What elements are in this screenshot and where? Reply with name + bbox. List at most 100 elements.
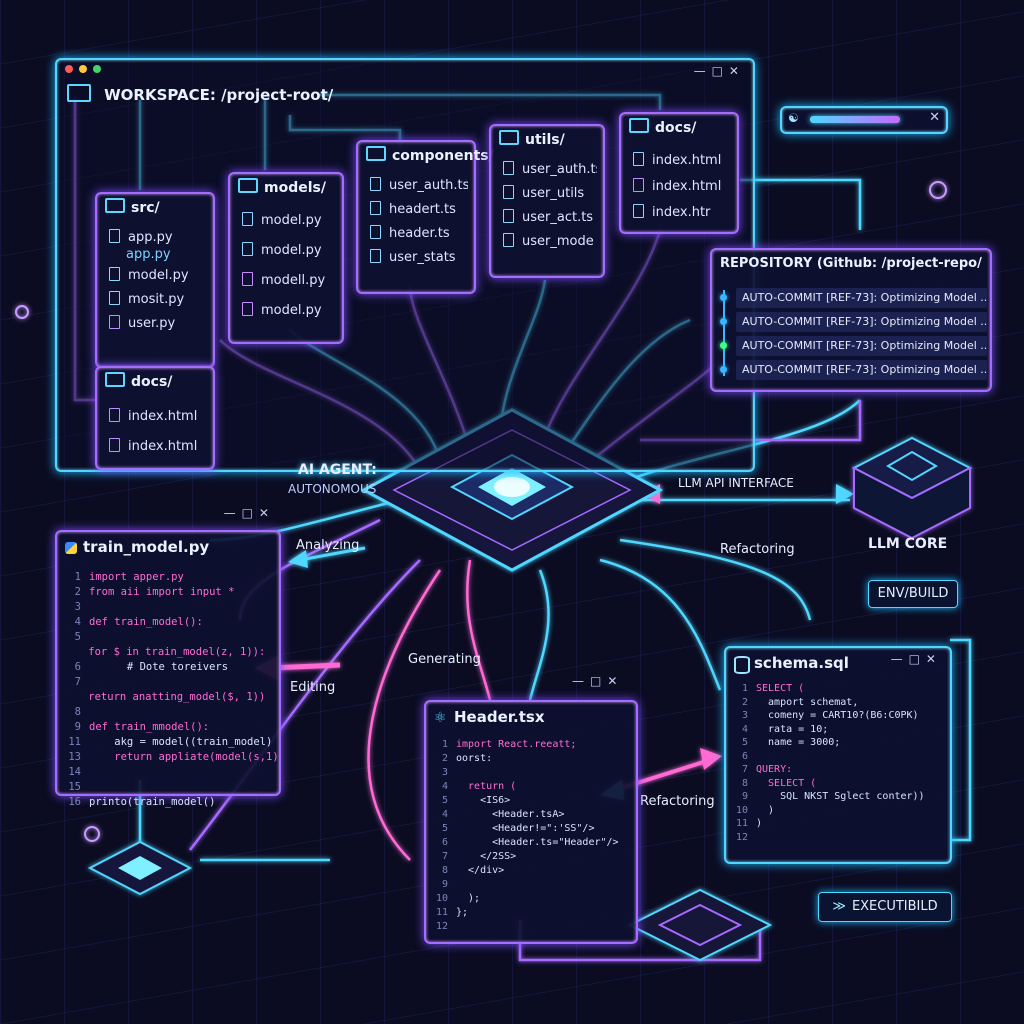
- execut-build-badge[interactable]: ≫EXECUTIBILD: [818, 892, 952, 922]
- line-number: 5: [74, 631, 81, 643]
- code-line: 6 # Dote toreivers: [63, 660, 279, 675]
- maximize-dot[interactable]: [93, 65, 101, 73]
- file-item[interactable]: index.html: [633, 148, 731, 174]
- code-line: 7 return anatting_model($, 1)): [63, 675, 279, 705]
- code-line: 6: [730, 750, 925, 764]
- file-item[interactable]: user_utils: [503, 182, 597, 206]
- code-text: SELECT (: [756, 777, 817, 789]
- line-number: 16: [68, 796, 81, 808]
- file-item[interactable]: model.py: [242, 296, 336, 326]
- file-item[interactable]: user_act.ts: [503, 206, 597, 230]
- code-text: from aii import input *: [89, 586, 235, 598]
- file-item[interactable]: headert.ts: [370, 198, 468, 222]
- line-number: 9: [441, 879, 448, 890]
- code-line: 10 ): [730, 804, 925, 818]
- folder-icon: [105, 372, 125, 387]
- code-text: return anatting_model($, 1)): [63, 691, 266, 703]
- file-icon: [242, 272, 253, 286]
- file-item[interactable]: modell.py: [242, 266, 336, 296]
- code-line: 8: [63, 705, 279, 720]
- line-number: 13: [68, 751, 81, 763]
- file-item[interactable]: header.ts: [370, 222, 468, 246]
- window-controls-icon[interactable]: —□✕: [572, 674, 624, 688]
- commit-row[interactable]: AUTO-COMMIT [REF-73]: Optimizing Model .…: [736, 360, 987, 380]
- file-item[interactable]: index.html: [109, 402, 207, 432]
- commit-row[interactable]: AUTO-COMMIT [REF-73]: Optimizing Model .…: [736, 288, 987, 308]
- file-name: index.html: [652, 179, 722, 194]
- folder-utils[interactable]: utils/ user_auth.ts user_utils user_act.…: [489, 124, 605, 278]
- file-item[interactable]: user_auth.ts: [370, 174, 468, 198]
- folder-name: components/: [392, 148, 494, 164]
- file-item[interactable]: model.py: [242, 206, 336, 236]
- window-controls-icon[interactable]: —□✕: [223, 506, 275, 520]
- folder-name: docs/: [131, 374, 173, 390]
- file-icon: [109, 291, 120, 305]
- file-item[interactable]: index.htr: [633, 200, 731, 226]
- code-line: 11 akg = model((train_model): [63, 735, 279, 750]
- code-line: 8 SELECT (: [730, 777, 925, 791]
- file-icon: [109, 408, 120, 422]
- minimize-dot[interactable]: [79, 65, 87, 73]
- file-item[interactable]: mosit.py: [109, 288, 207, 312]
- folder-name: docs/: [655, 120, 697, 136]
- file-item[interactable]: user_mode: [503, 230, 597, 254]
- code-text: for $ in train_model(z, 1)):: [63, 646, 266, 658]
- file-name: index.html: [128, 409, 198, 424]
- file-item[interactable]: user_auth.ts: [503, 158, 597, 182]
- folder-docs-top[interactable]: docs/ index.html index.html index.htr: [619, 112, 739, 234]
- code-line: 14: [63, 765, 279, 780]
- code-text: QUERY:: [756, 764, 793, 775]
- python-icon: [65, 542, 77, 554]
- commit-row[interactable]: AUTO-COMMIT [REF-73]: Optimizing Model .…: [736, 336, 987, 356]
- line-number: 6: [741, 750, 748, 762]
- commit-row[interactable]: AUTO-COMMIT [REF-73]: Optimizing Model .…: [736, 312, 987, 332]
- file-item[interactable]: user.py: [109, 312, 207, 336]
- window-controls-icon[interactable]: —□✕: [693, 64, 745, 78]
- code-text: ): [756, 804, 775, 816]
- close-icon[interactable]: ✕: [929, 110, 940, 125]
- action-refactoring-top: Refactoring: [720, 542, 795, 557]
- code-text: <Header.tsA>: [456, 809, 565, 820]
- file-item-ghost: app.py: [126, 250, 171, 262]
- file-icon: [109, 438, 120, 452]
- file-icon: [242, 212, 253, 226]
- code-text: akg = model((train_model): [89, 736, 273, 748]
- file-name: model.py: [128, 268, 189, 283]
- line-number: 11: [735, 818, 748, 829]
- file-item[interactable]: user_stats: [370, 246, 468, 270]
- line-number: 7: [741, 764, 748, 775]
- commit-dot: [720, 366, 727, 373]
- folder-name: utils/: [525, 132, 565, 148]
- code-text: );: [456, 893, 481, 904]
- file-item[interactable]: model.py: [242, 236, 336, 266]
- close-dot[interactable]: [65, 65, 73, 73]
- code-text: };: [456, 907, 469, 918]
- line-number: 14: [68, 766, 81, 778]
- folder-components[interactable]: components/ user_auth.ts headert.ts head…: [356, 140, 494, 294]
- folder-models[interactable]: models/ model.py model.py modell.py mode…: [228, 172, 344, 344]
- file-item[interactable]: index.html: [633, 174, 731, 200]
- file-item[interactable]: app.py: [109, 226, 207, 250]
- file-icon: [370, 249, 381, 263]
- workspace-title: WORKSPACE: /project-root/: [104, 86, 334, 104]
- folder-docs-left[interactable]: docs/ index.html index.html: [95, 366, 215, 470]
- action-generating: Generating: [408, 652, 481, 667]
- code-text: amport schemat,: [756, 696, 859, 708]
- file-item[interactable]: model.py: [109, 264, 207, 288]
- file-item[interactable]: index.html: [109, 432, 207, 462]
- window-controls-icon[interactable]: —□✕: [890, 652, 942, 666]
- code-line: 7 </2SS>: [430, 850, 619, 864]
- env-build-badge[interactable]: ENV/BUILD: [868, 580, 958, 608]
- folder-src[interactable]: src/ app.py app.py model.py mosit.py use…: [95, 192, 215, 368]
- editor-title: Header.tsx: [454, 708, 545, 726]
